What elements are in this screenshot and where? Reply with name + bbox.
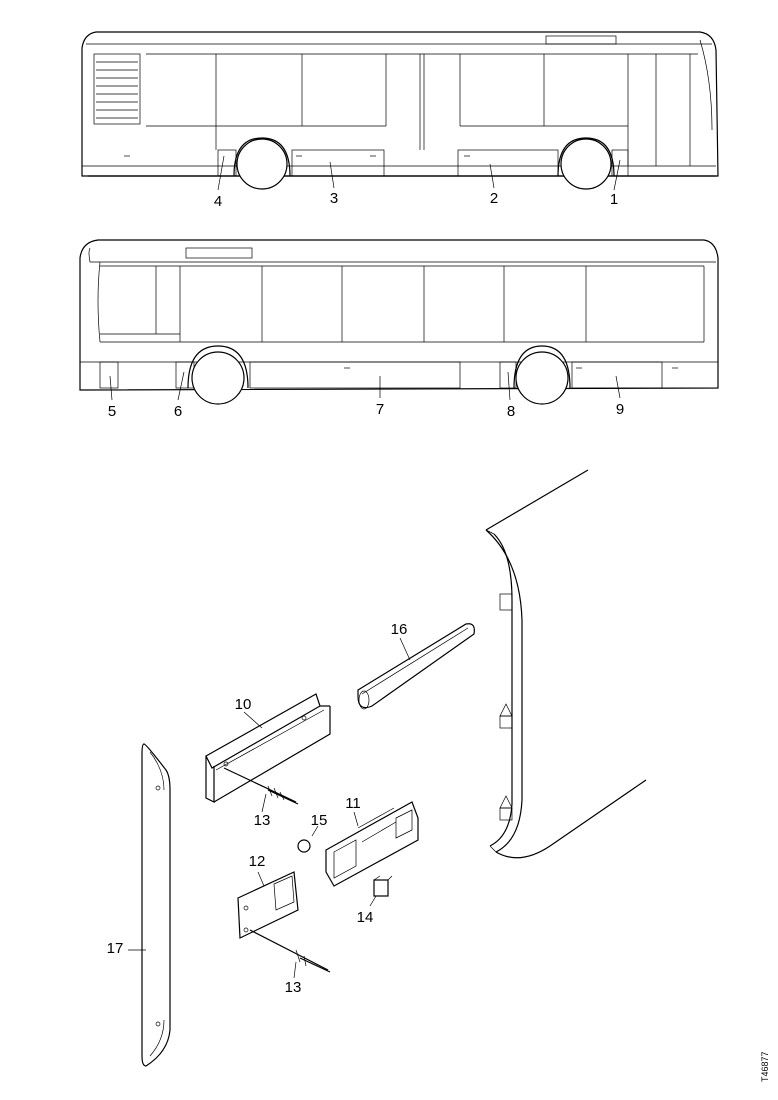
callout-11: 11	[345, 795, 361, 812]
part-16-strip	[357, 623, 475, 710]
callout-3: 3	[330, 190, 338, 207]
callout-6: 6	[174, 403, 182, 420]
part-13-screw-lower	[249, 929, 331, 979]
part-14-clip	[369, 875, 393, 907]
callout-9: 9	[616, 401, 624, 418]
front-wheel	[560, 138, 612, 190]
engine-grille	[93, 53, 141, 125]
callout-15: 15	[311, 812, 328, 829]
callout-7: 7	[376, 401, 384, 418]
part-17-trim	[128, 743, 171, 1067]
rear-wheel	[236, 138, 288, 190]
bus-side-view-right	[81, 31, 719, 191]
part-11-clip	[325, 801, 419, 887]
callout-5: 5	[108, 403, 116, 420]
body-side-panel	[485, 469, 647, 859]
part-12-bracket	[237, 871, 299, 939]
front-wheel-left	[191, 351, 245, 405]
part-13-screw-upper	[223, 767, 299, 813]
callout-17: 17	[107, 940, 124, 957]
callout-2: 2	[490, 190, 498, 207]
callout-12: 12	[249, 853, 266, 870]
bus-side-view-left	[79, 239, 719, 405]
rear-wheel-left	[515, 351, 569, 405]
part-10-bracket	[205, 693, 331, 803]
callout-10: 10	[235, 696, 252, 713]
callout-13-lower: 13	[285, 979, 302, 996]
callout-13-upper: 13	[254, 812, 271, 829]
callout-16: 16	[391, 621, 408, 638]
drawing-reference: T46877	[760, 1051, 770, 1082]
callout-8: 8	[507, 403, 515, 420]
callout-4: 4	[214, 193, 222, 210]
callout-14: 14	[357, 909, 374, 926]
part-15-washer	[297, 825, 319, 853]
callout-1: 1	[610, 191, 618, 208]
